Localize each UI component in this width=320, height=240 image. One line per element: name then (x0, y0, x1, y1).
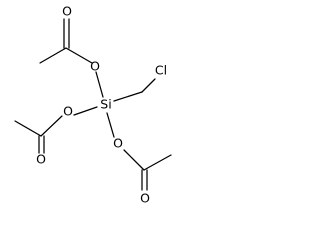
atom-label-oxygen-left-carbonyl: O (36, 152, 46, 167)
bond-carbonyl-methyl-left (14, 120, 42, 137)
atom-label-oxygen-left-ester: O (63, 104, 73, 119)
bond-group (14, 18, 172, 191)
atom-label-oxygen-bottom-carbonyl: O (140, 191, 150, 206)
bond-carbonyl-methyl-bottom (143, 154, 172, 171)
atom-label-oxygen-bottom-ester: O (113, 136, 123, 151)
bond-si-ester-o-bottom (106, 112, 115, 138)
bond-carbonyl-ester-top (65, 47, 93, 64)
atom-label-silicon: Si (100, 97, 111, 112)
atom-label-chlorine: Cl (155, 63, 167, 78)
chemical-structure-diagram: O O Cl Si O O O O (14, 4, 172, 206)
bond-ch2-cl (141, 78, 156, 93)
atom-label-group: O O Cl Si O O O O (36, 4, 167, 206)
bond-ester-o-carbonyl-left (40, 115, 63, 137)
bond-ester-o-carbonyl-bottom (123, 149, 145, 171)
bond-si-ester-o-left (73, 106, 98, 116)
atom-label-oxygen-top-carbonyl: O (62, 4, 72, 19)
bond-si-ch2 (113, 91, 143, 102)
bond-methyl-carbonyl-top (39, 47, 67, 64)
bond-ester-o-si-top (95, 71, 104, 98)
atom-label-oxygen-top-ester: O (90, 59, 100, 74)
